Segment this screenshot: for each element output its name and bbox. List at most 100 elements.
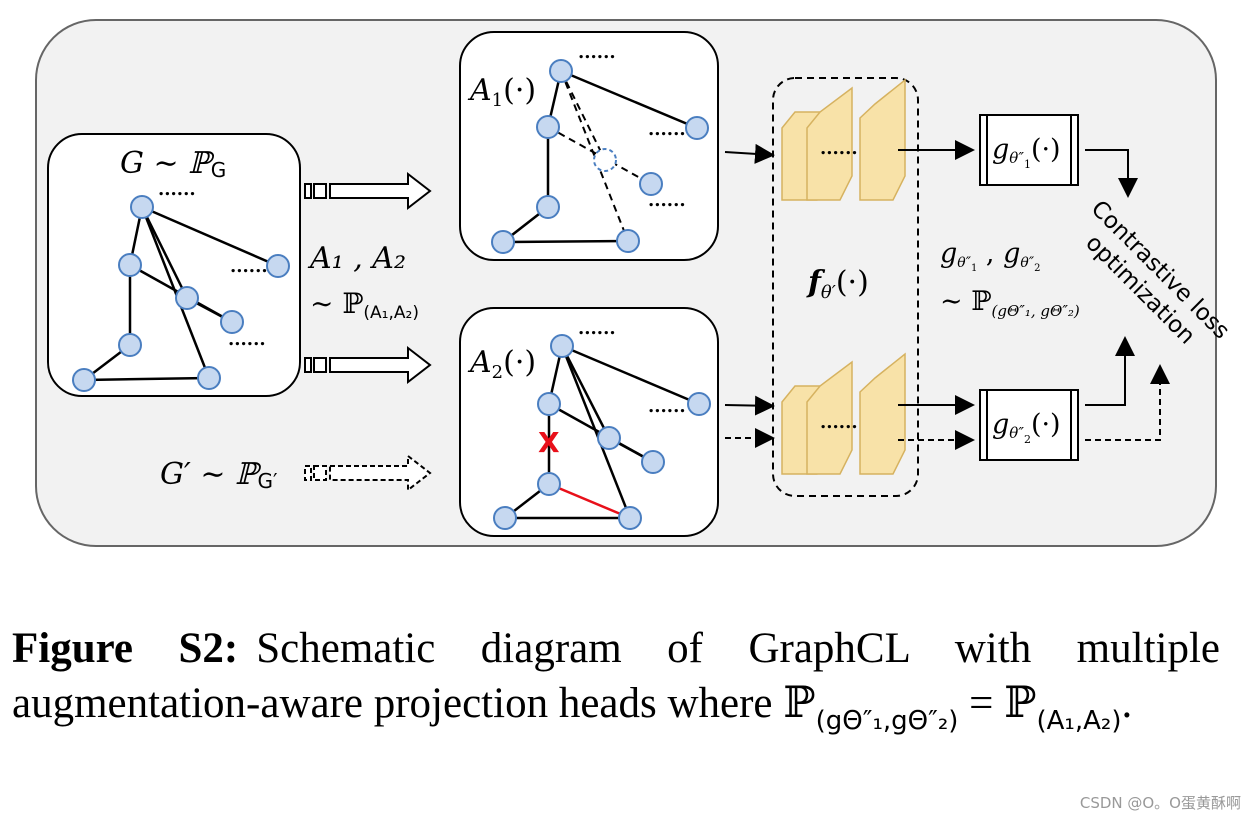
graph-node [687, 392, 711, 416]
arrow-a1-encoder [724, 143, 775, 164]
graph-node [118, 333, 142, 357]
projection-head-2: gθ″2(·) [979, 389, 1079, 461]
prime-graph-label: G′ ∼ ℙ [160, 457, 262, 492]
graph-node [641, 450, 665, 474]
dropped-node [593, 148, 617, 172]
graph-node [536, 115, 560, 139]
caption-label: Figure S2: [12, 625, 239, 672]
caption-formula-left: ℙ [783, 678, 816, 728]
input-graph-label: G ∼ ℙ [120, 146, 215, 181]
graph-node [537, 392, 561, 416]
graph-node [639, 172, 663, 196]
hollow-arrow-2 [304, 345, 432, 385]
graph-node [130, 195, 154, 219]
graph-node [175, 286, 199, 310]
svg-text:G ∼ ℙG: G ∼ ℙG [120, 146, 226, 182]
heads-pair-g1: g [940, 238, 957, 269]
encoder-sub: θ′ [821, 282, 836, 303]
ellipsis-input-bottom: ...... [228, 329, 266, 350]
svg-text:fθ′(·): fθ′(·) [806, 265, 869, 303]
arrow-a2-encoder [724, 395, 775, 416]
graph-node [72, 368, 96, 392]
graph-node [118, 253, 142, 277]
ellipsis-a2-right: ...... [648, 396, 686, 417]
graph-node [493, 506, 517, 530]
aug-dist-label: ∼ ℙ [310, 287, 363, 320]
head-1-subsub: 1 [1024, 158, 1031, 171]
caption-equals: = [958, 680, 1005, 727]
graph-node [550, 334, 574, 358]
head-1-suffix: (·) [1031, 134, 1061, 165]
caption-end: . [1121, 680, 1133, 727]
aug-label-1: A [467, 73, 492, 108]
hollow-arrow-dashed [304, 453, 432, 493]
aug-pair-label: A₁ , A₂ [307, 241, 406, 276]
aug-label-2-sub: 2 [492, 362, 503, 383]
graph-node [618, 506, 642, 530]
graph-node [597, 426, 621, 450]
aug-label-1-suffix: (·) [503, 73, 536, 108]
arrow-head1-loss [1085, 149, 1138, 198]
svg-text:G′ ∼ ℙG′: G′ ∼ ℙG′ [160, 457, 278, 493]
augmented-graph-a1: A1(·) ...... ...... ...... [459, 31, 719, 261]
encoder-layers-top [781, 78, 906, 201]
augmented-graph-a2: A2(·) ...... ...... X [459, 307, 719, 537]
aug-dist-sub: (A₁,A₂) [363, 303, 419, 323]
heads-pair-g2-subsub: 2 [1034, 263, 1040, 274]
ellipsis-a1-right: ...... [648, 119, 686, 140]
head-1-label: g [992, 134, 1009, 165]
figure-caption: Figure S2:Schematic diagram of GraphCL w… [12, 622, 1220, 748]
caption-formula-right-sub: (A₁,A₂) [1036, 706, 1122, 736]
heads-pair-g2: g [1003, 238, 1020, 269]
arrow-head2-loss-dashed [1085, 364, 1170, 441]
svg-text:A2(·): A2(·) [467, 345, 536, 383]
graph-node [685, 116, 709, 140]
heads-pair-g2-sub: θ″ [1020, 255, 1034, 271]
head-2-suffix: (·) [1031, 409, 1061, 440]
arrow-head2-loss [1085, 336, 1135, 406]
graph-node [220, 310, 244, 334]
svg-text:gθ″1(·): gθ″1(·) [992, 134, 1061, 171]
graph-node [266, 254, 290, 278]
aug-label-2: A [467, 345, 492, 380]
head-2-label: g [992, 409, 1009, 440]
ellipsis-input-right: ...... [230, 256, 268, 277]
ellipsis-a1-bottom: ...... [648, 190, 686, 211]
ellipsis-encoder-top: ...... [820, 138, 858, 159]
hollow-arrow-1 [304, 171, 432, 211]
graphcl-diagram: G ∼ ℙG ...... ...... ...... [35, 19, 1234, 547]
watermark: CSDN @O。O蛋黄酥啊 [1079, 794, 1241, 812]
caption-formula-right: ℙ [1004, 678, 1037, 728]
head-2-sub: θ″ [1009, 424, 1024, 442]
heads-pair-g1-sub: θ″ [957, 255, 971, 271]
caption-text: Schematic diagram of GraphCL with multip… [12, 625, 1220, 727]
svg-text:gθ″2(·): gθ″2(·) [992, 409, 1061, 446]
graph-node [197, 366, 221, 390]
svg-text:∼ ℙ(gΘ″₁, gΘ″₂): ∼ ℙ(gΘ″₁, gΘ″₂) [940, 286, 1080, 320]
graph-node [616, 229, 640, 253]
heads-pair-g1-subsub: 1 [971, 263, 977, 274]
drop-edge-mark: X [538, 426, 560, 459]
svg-text:A₁ , A₂: A₁ , A₂ [307, 241, 406, 276]
input-graph-box: G ∼ ℙG ...... ...... ...... [47, 133, 301, 397]
input-graph-sub: G [211, 158, 227, 182]
head-2-subsub: 2 [1024, 433, 1031, 446]
encoder-layers-bottom [781, 352, 906, 475]
outer-panel [35, 19, 1217, 547]
svg-text:∼ ℙ(A₁,A₂): ∼ ℙ(A₁,A₂) [310, 287, 419, 323]
aug-label-2-suffix: (·) [503, 345, 536, 380]
ellipsis-a2-top: ...... [578, 318, 616, 339]
graph-node [537, 472, 561, 496]
heads-dist-label: ∼ ℙ [940, 286, 992, 317]
heads-dist-sub: (gΘ″₁, gΘ″₂) [992, 302, 1080, 320]
aug-label-1-sub: 1 [492, 90, 503, 111]
head-1-sub: θ″ [1009, 149, 1024, 167]
projection-head-1: gθ″1(·) [979, 114, 1079, 186]
graph-node [549, 59, 573, 83]
ellipsis-encoder-bottom: ...... [820, 412, 858, 433]
prime-graph-sub: G′ [258, 469, 278, 493]
ellipsis-a1-top: ...... [578, 42, 616, 63]
ellipsis-input-top: ...... [158, 179, 196, 200]
svg-text:A1(·): A1(·) [467, 73, 536, 111]
graph-node [536, 195, 560, 219]
